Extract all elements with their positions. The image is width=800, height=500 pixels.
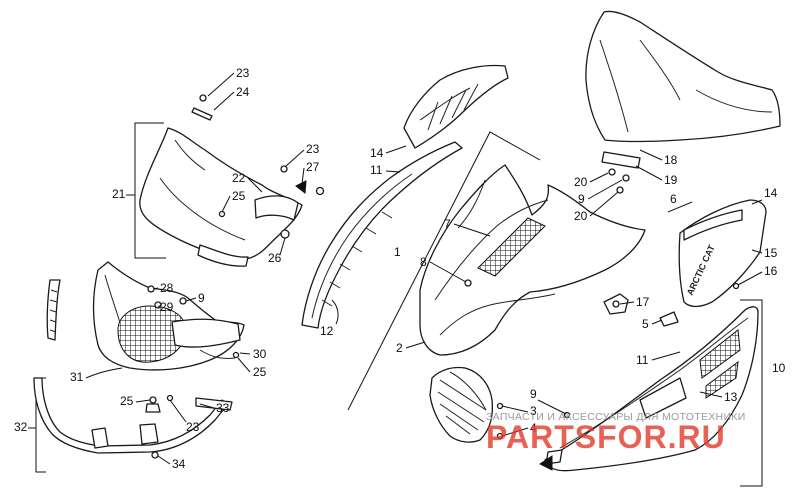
panel-vent-1 [699,329,741,379]
callout-7: 7 [444,217,451,231]
callout-23b: 23 [306,142,320,156]
panel-vent-2 [705,360,739,399]
lower-vent-housing [429,366,494,443]
callout-17: 17 [636,295,650,309]
callout-19: 19 [664,173,678,187]
callout-20a: 20 [574,175,588,189]
hardware-top-left [191,94,325,239]
callout-10: 10 [772,361,786,375]
windshield [585,10,781,143]
callout-23c: 23 [186,420,200,434]
watermark-line2: PARTSFOR.RU [486,419,726,455]
callout-30: 30 [253,347,267,361]
callout-28: 28 [160,281,174,295]
callout-8: 8 [420,255,427,269]
side-vent-upper [403,64,509,149]
callout-25b: 25 [253,365,267,379]
callout-14a: 14 [370,146,384,160]
latch [603,293,679,327]
watermark: ЗАПЧАСТИ И АКСЕССУАРЫ ДЛЯ МОТОТЕХНИКИ PA… [486,411,746,455]
side-panel-right: ARCTIC CAT [678,199,767,308]
left-assembly [33,94,325,473]
nose-upper-panel [139,127,303,267]
callout-29: 29 [160,300,174,314]
callout-33: 33 [216,401,230,415]
leader-1-diagonal [347,131,541,411]
callout-16: 16 [764,264,778,278]
callout-11a: 11 [370,163,383,177]
callout-27: 27 [306,160,320,174]
callout-32: 32 [14,420,28,434]
center-assembly [301,64,646,443]
callout-31: 31 [70,370,84,384]
rod-6 [667,201,693,213]
callout-21: 21 [112,187,126,201]
callout-11b: 11 [636,353,649,367]
callout-20b: 20 [574,209,588,223]
callout-15: 15 [764,246,778,260]
trim-strip [46,279,61,341]
bumper [33,377,233,454]
callout-5: 5 [642,317,649,331]
side-rail [301,141,463,329]
callout-9a: 9 [198,291,205,305]
callout-25c: 25 [120,394,134,408]
windshield-bracket [601,151,641,194]
bracket-21 [134,122,166,259]
callout-22: 22 [232,171,246,185]
callout-6: 6 [670,192,677,206]
main-hood [419,164,646,356]
right-assembly: ARCTIC CAT [539,10,781,487]
callout-3: 3 [530,404,537,418]
callout-25a: 25 [232,189,246,203]
hood-vent [477,217,546,277]
callout-34: 34 [172,457,186,471]
callout-18: 18 [664,153,678,167]
callout-9c: 9 [578,192,585,206]
callout-13: 13 [724,390,738,404]
watermark-line1: ЗАПЧАСТИ И АКСЕССУАРЫ ДЛЯ МОТОТЕХНИКИ [486,411,746,423]
callout-2: 2 [396,341,403,355]
lower-side-panel [539,306,759,472]
callout-24: 24 [236,85,250,99]
bracket-10 [740,299,763,487]
callout-4: 4 [530,421,537,435]
callout-23: 23 [236,66,250,80]
callout-9b: 9 [530,387,537,401]
callout-1: 1 [394,245,401,259]
callout-26: 26 [268,251,282,265]
callout-12: 12 [320,324,334,338]
callout-14b: 14 [764,186,778,200]
callouts: 23 24 21 22 25 23 27 26 28 29 9 30 25 31 [14,66,786,471]
nose-lower-panel [92,261,245,371]
